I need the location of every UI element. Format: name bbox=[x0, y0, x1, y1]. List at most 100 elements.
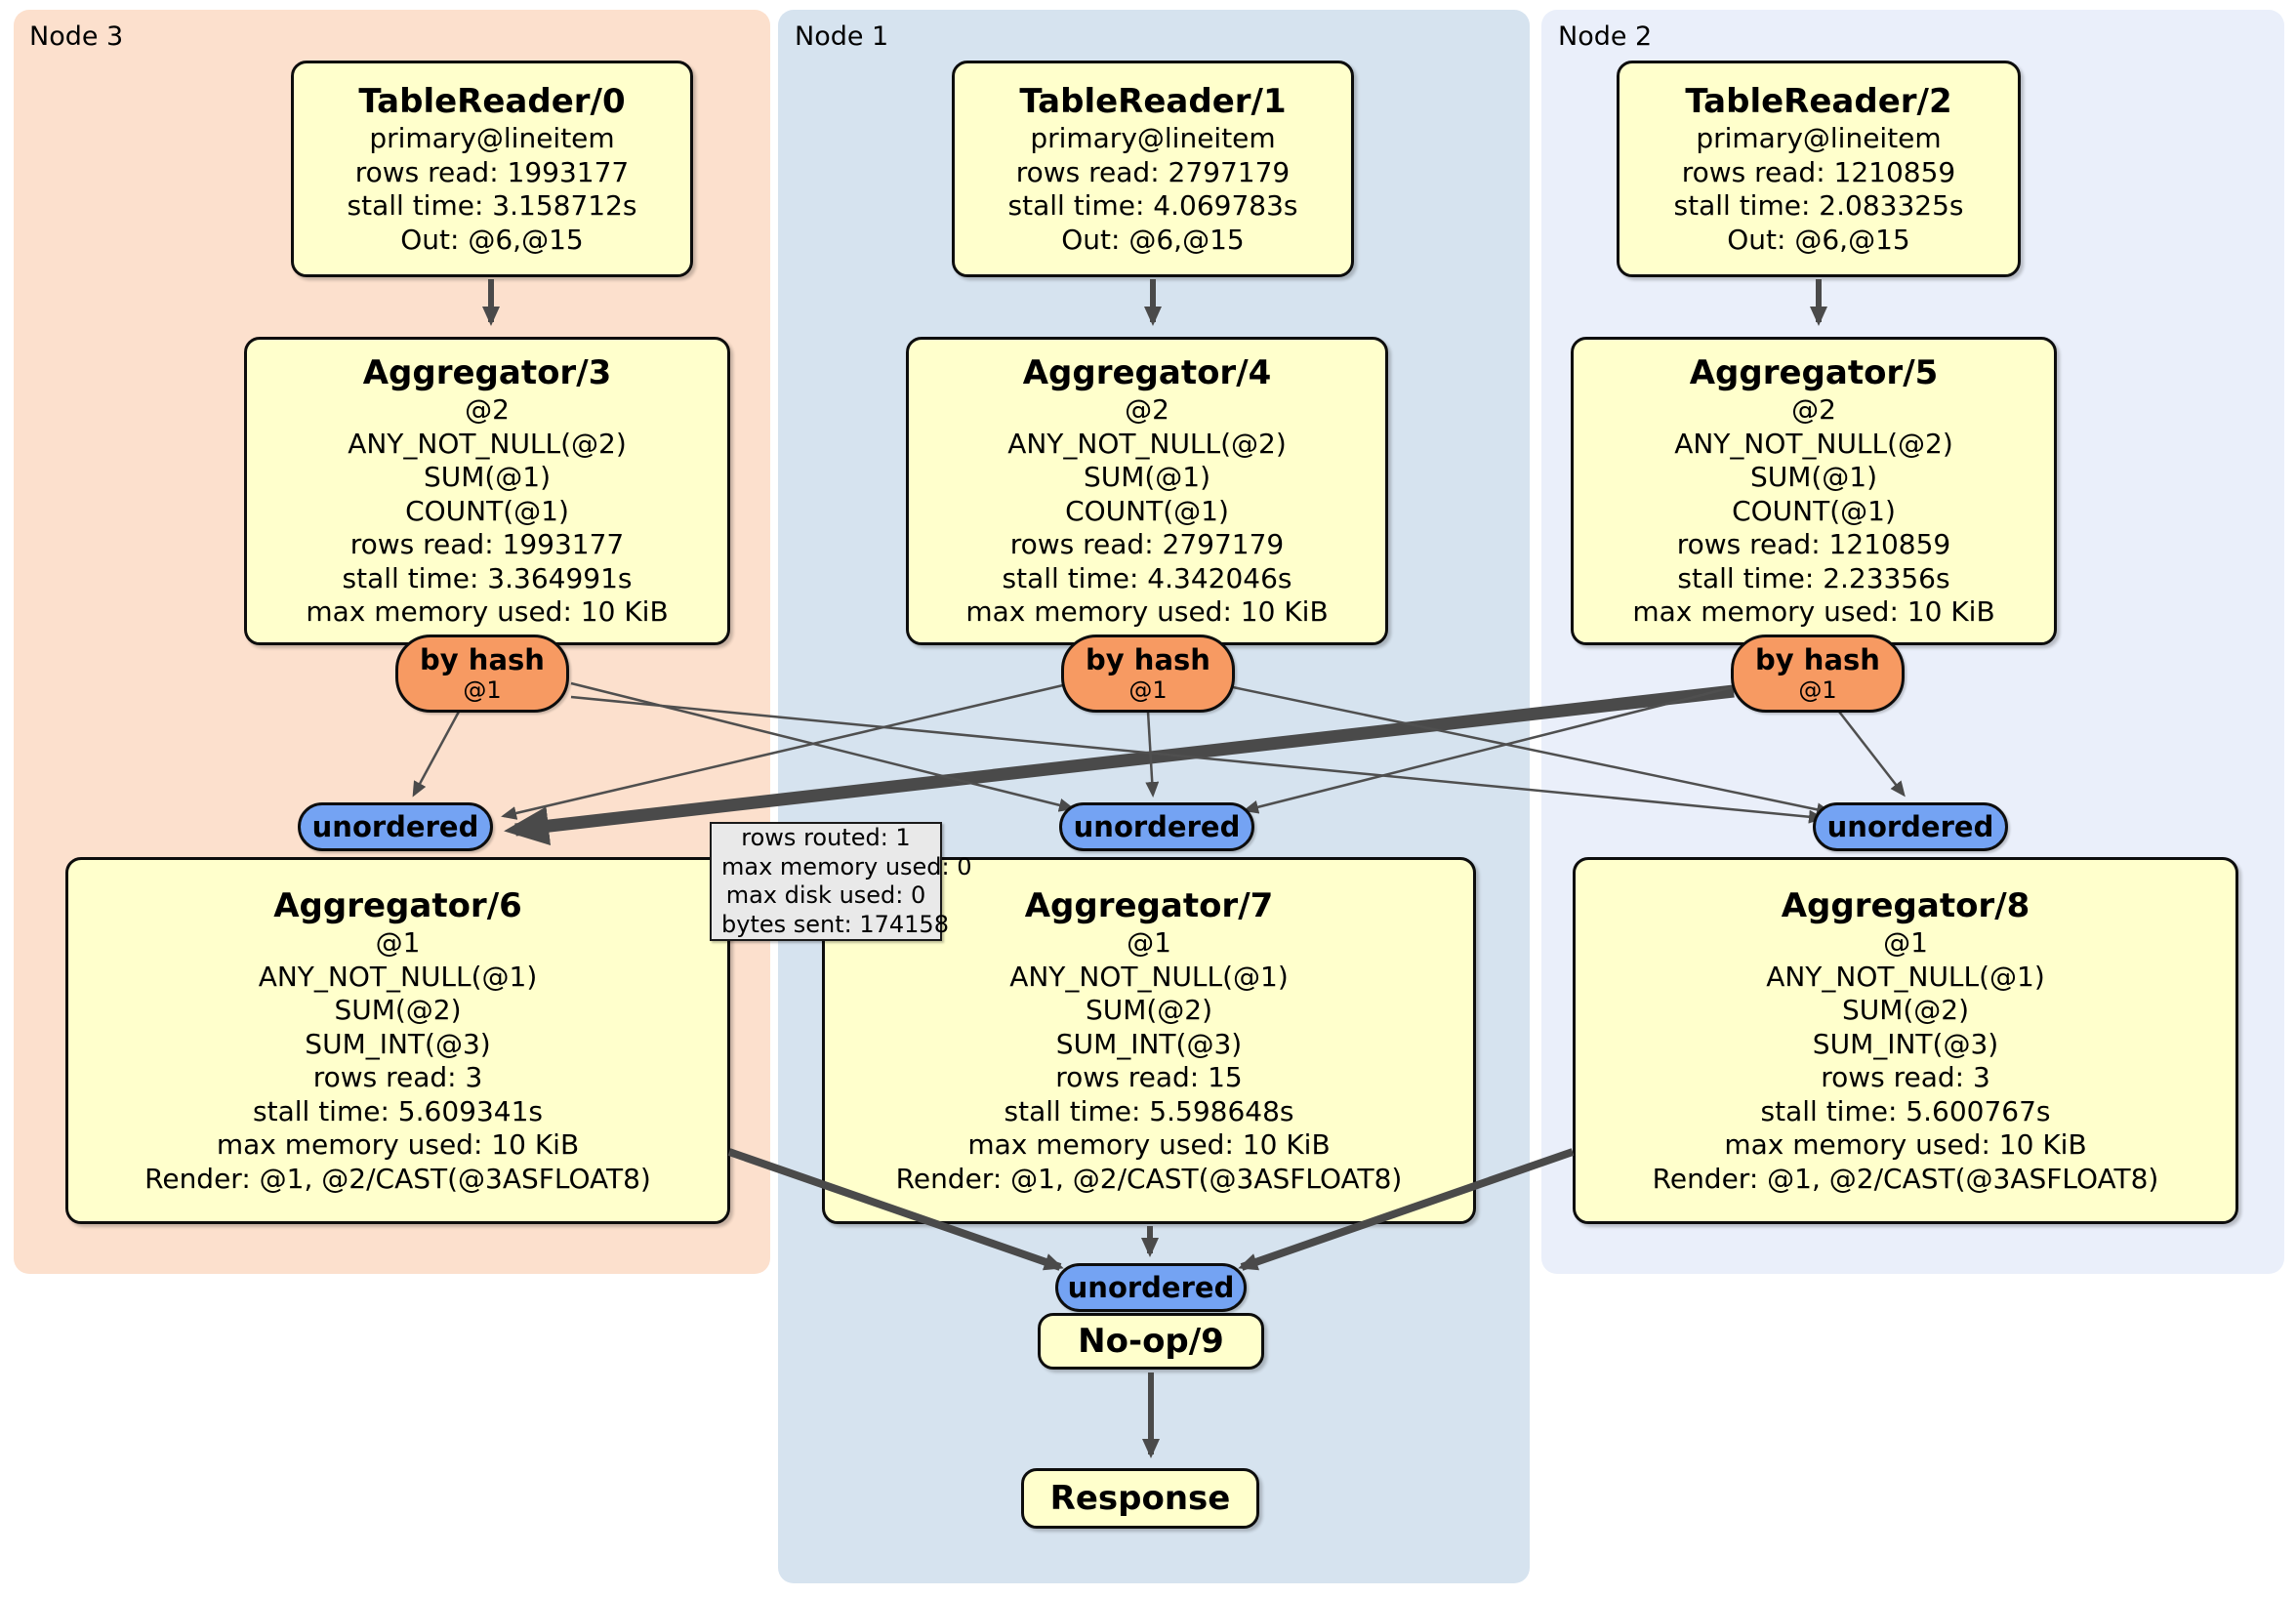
text-line: stall time: 5.598648s bbox=[1004, 1094, 1294, 1127]
stream-unordered-node3: unordered bbox=[298, 802, 493, 851]
text-line: stall time: 5.600767s bbox=[1760, 1094, 2051, 1127]
text-line: Out: @6,@15 bbox=[1061, 223, 1245, 256]
text-line: stall time: 4.342046s bbox=[1002, 561, 1292, 594]
text-line: bytes sent: 174158 bbox=[721, 910, 949, 938]
stream-label: unordered bbox=[1826, 810, 1994, 843]
text-line: max memory used: 10 KiB bbox=[965, 595, 1329, 629]
text-line: ANY_NOT_NULL(@1) bbox=[258, 960, 538, 993]
text-line: rows read: 2797179 bbox=[1015, 155, 1291, 188]
text-line: ANY_NOT_NULL(@1) bbox=[1009, 960, 1289, 993]
text-line: SUM(@1) bbox=[1749, 461, 1878, 494]
stream-unordered-node2: unordered bbox=[1813, 802, 2008, 851]
box-title: Aggregator/4 bbox=[1022, 353, 1272, 393]
router-label: by hash bbox=[420, 642, 545, 676]
text-line: SUM(@2) bbox=[1841, 994, 1970, 1026]
text-line: @1 bbox=[1883, 926, 1928, 959]
text-line: max disk used: 0 bbox=[725, 881, 926, 909]
text-line: stall time: 2.083325s bbox=[1673, 189, 1964, 222]
text-line: rows read: 15 bbox=[1055, 1061, 1243, 1093]
panel-label-node3: Node 3 bbox=[29, 21, 124, 52]
text-line: max memory used: 0 bbox=[721, 852, 972, 880]
text-line: rows read: 1210859 bbox=[1676, 528, 1951, 561]
router-by-hash-agg5: by hash @1 bbox=[1731, 635, 1905, 713]
text-line: stall time: 4.069783s bbox=[1007, 189, 1298, 222]
text-line: rows read: 3 bbox=[312, 1061, 483, 1093]
text-line: ANY_NOT_NULL(@2) bbox=[1007, 427, 1287, 460]
text-line: rows read: 1993177 bbox=[354, 155, 630, 188]
text-line: @2 bbox=[465, 393, 510, 427]
router-label: by hash bbox=[1755, 642, 1880, 676]
text-line: Render: @1, @2/CAST(@3ASFLOAT8) bbox=[1652, 1162, 2159, 1195]
box-title: No-op/9 bbox=[1078, 1322, 1224, 1361]
text-line: Out: @6,@15 bbox=[400, 223, 584, 256]
text-line: Render: @1, @2/CAST(@3ASFLOAT8) bbox=[895, 1162, 1403, 1195]
router-by-hash-agg3: by hash @1 bbox=[395, 635, 569, 713]
text-line: COUNT(@1) bbox=[1065, 494, 1229, 527]
text-line: primary@lineitem bbox=[369, 122, 615, 154]
text-line: stall time: 2.23356s bbox=[1677, 561, 1950, 594]
text-line: max memory used: 10 KiB bbox=[216, 1128, 580, 1161]
text-line: SUM_INT(@3) bbox=[305, 1027, 491, 1060]
text-line: primary@lineitem bbox=[1696, 122, 1942, 154]
text-line: ANY_NOT_NULL(@2) bbox=[348, 427, 627, 460]
box-title: TableReader/2 bbox=[1685, 82, 1952, 121]
text-line: COUNT(@1) bbox=[1732, 494, 1896, 527]
box-title: Aggregator/7 bbox=[1024, 886, 1274, 925]
text-line: ANY_NOT_NULL(@2) bbox=[1674, 427, 1953, 460]
router-label: by hash bbox=[1086, 642, 1210, 676]
text-line: stall time: 3.158712s bbox=[347, 189, 637, 222]
text-line: SUM(@2) bbox=[1085, 994, 1213, 1026]
router-sub: @1 bbox=[1798, 676, 1837, 704]
text-line: Render: @1, @2/CAST(@3ASFLOAT8) bbox=[144, 1162, 651, 1195]
stream-unordered-final: unordered bbox=[1055, 1263, 1247, 1312]
text-line: rows read: 1210859 bbox=[1681, 155, 1956, 188]
text-line: COUNT(@1) bbox=[405, 494, 569, 527]
text-line: max memory used: 10 KiB bbox=[1632, 595, 1995, 629]
text-line: stall time: 5.609341s bbox=[253, 1094, 543, 1127]
box-title: TableReader/1 bbox=[1019, 82, 1287, 121]
text-line: max memory used: 10 KiB bbox=[306, 595, 669, 629]
text-line: Out: @6,@15 bbox=[1727, 223, 1910, 256]
router-by-hash-agg4: by hash @1 bbox=[1061, 635, 1235, 713]
stream-label: unordered bbox=[1073, 810, 1241, 843]
text-line: rows read: 1993177 bbox=[349, 528, 625, 561]
box-noop-9: No-op/9 bbox=[1038, 1313, 1264, 1370]
text-line: ANY_NOT_NULL(@1) bbox=[1766, 960, 2045, 993]
box-title: Aggregator/6 bbox=[273, 886, 522, 925]
box-title: Response bbox=[1049, 1479, 1231, 1518]
text-line: SUM(@1) bbox=[423, 461, 552, 494]
panel-label-node2: Node 2 bbox=[1558, 21, 1653, 52]
text-line: @1 bbox=[375, 926, 421, 959]
panel-label-node1: Node 1 bbox=[795, 21, 889, 52]
text-line: SUM(@1) bbox=[1083, 461, 1211, 494]
text-line: primary@lineitem bbox=[1030, 122, 1276, 154]
text-line: rows read: 3 bbox=[1821, 1061, 1990, 1093]
text-line: rows routed: 1 bbox=[741, 824, 911, 851]
stream-label: unordered bbox=[1067, 1271, 1235, 1304]
text-line: @2 bbox=[1125, 393, 1169, 427]
box-title: Aggregator/5 bbox=[1689, 353, 1939, 393]
router-sub: @1 bbox=[463, 676, 502, 704]
text-line: max memory used: 10 KiB bbox=[967, 1128, 1331, 1161]
text-line: SUM_INT(@3) bbox=[1055, 1027, 1243, 1060]
stream-unordered-node1: unordered bbox=[1059, 802, 1254, 851]
text-line: SUM(@2) bbox=[334, 994, 462, 1026]
router-sub: @1 bbox=[1128, 676, 1168, 704]
